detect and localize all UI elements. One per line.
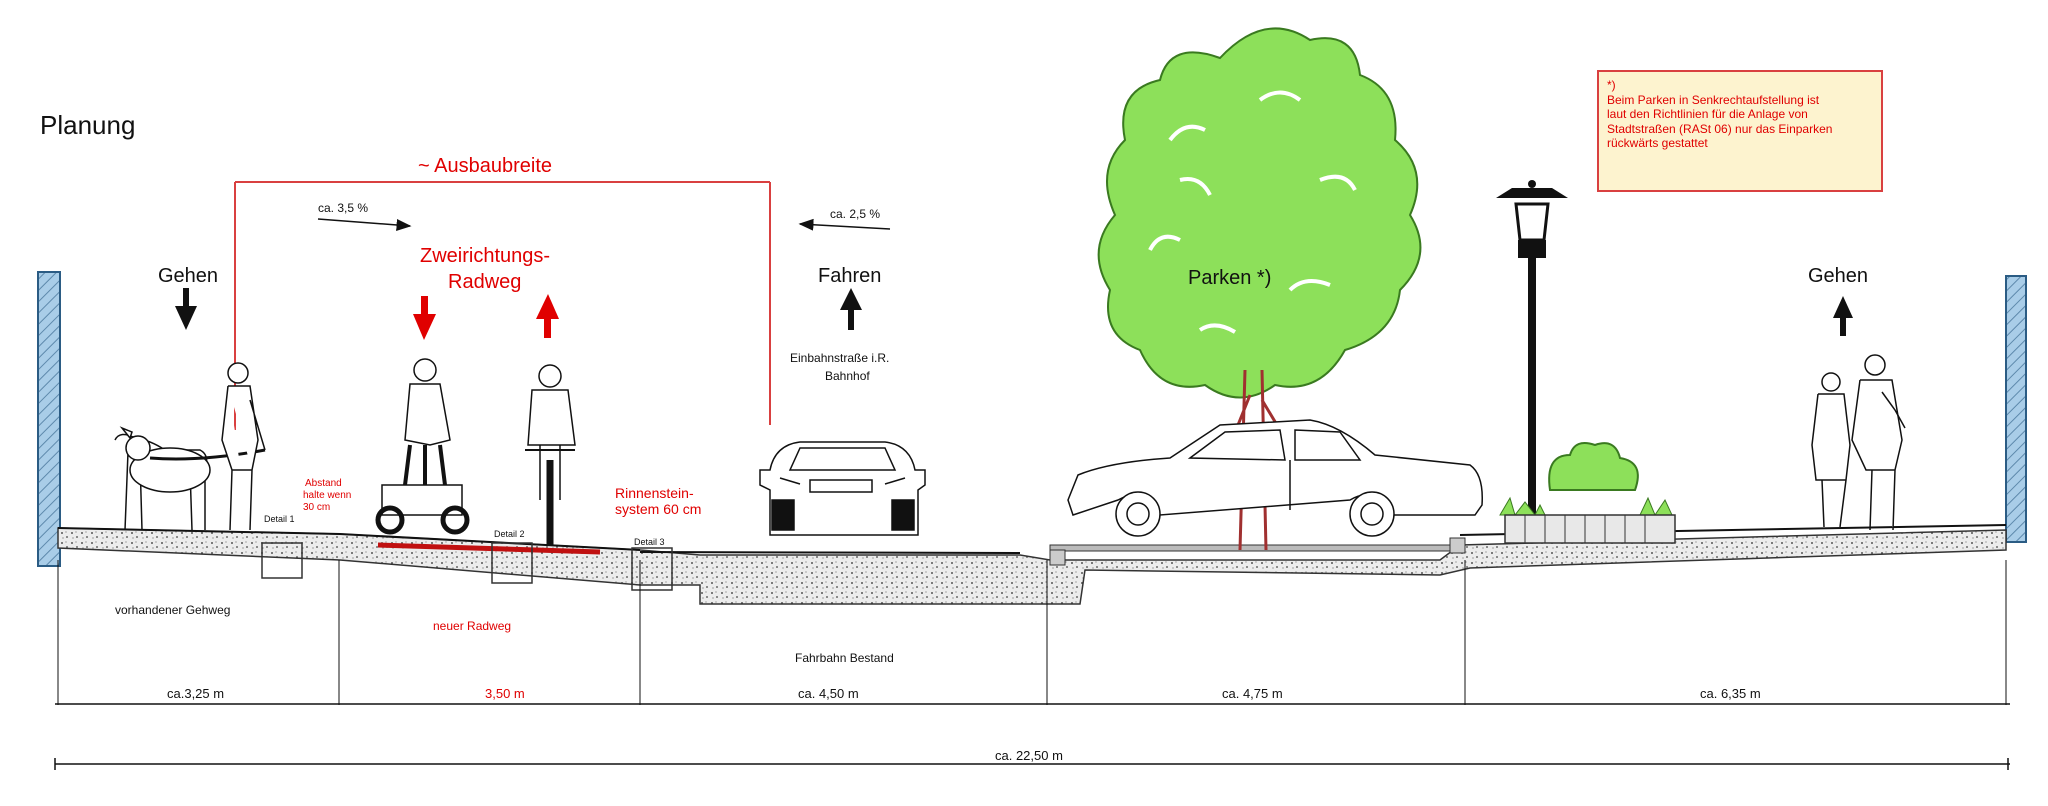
surface-vorhandener-gehweg: vorhandener Gehweg	[115, 603, 230, 617]
label-parken: Parken *)	[1188, 267, 1271, 289]
arrow-up-red	[536, 294, 559, 338]
left-wall	[37, 271, 61, 567]
car-rear-view	[759, 441, 926, 536]
label-radweg-line2: Radweg	[448, 271, 521, 293]
page-title: Planung	[40, 110, 135, 140]
street-lamp	[1496, 180, 1568, 528]
car-side-view	[1067, 419, 1483, 537]
detail3-label: Detail 3	[634, 537, 665, 547]
dim-3: ca. 4,50 m	[798, 686, 859, 701]
slope-right-label: ca. 2,5 %	[830, 207, 880, 221]
label-fahren: Fahren	[818, 265, 881, 287]
dim-4: ca. 4,75 m	[1222, 686, 1283, 701]
label-gehen-right: Gehen	[1808, 265, 1868, 287]
dimension-separators	[57, 560, 2007, 705]
dimension-lines	[54, 703, 2010, 770]
rinnen-line2: system 60 cm	[615, 501, 701, 517]
slope-arrow-right	[798, 218, 891, 231]
note-line4: Stadtstraßen (RASt 06) nur das Einparken	[1607, 121, 1833, 136]
arrow-up-gehen-right	[1833, 296, 1853, 336]
abstand-line2: halte wenn	[303, 490, 351, 501]
cyclist-trike	[375, 358, 470, 535]
slope-arrow-left	[317, 218, 412, 231]
slope-left-label: ca. 3,5 %	[318, 201, 368, 215]
note-line2: Beim Parken in Senkrechtaufstellung ist	[1607, 92, 1820, 107]
rinnen-line1: Rinnenstein-	[615, 485, 694, 501]
cyclist	[525, 364, 576, 545]
label-gehen-left: Gehen	[158, 265, 218, 287]
arrow-down-gehen-left	[175, 288, 197, 330]
dim-5: ca. 6,35 m	[1700, 686, 1761, 701]
abstand-line1: Abstand	[305, 478, 342, 489]
note-line5: rückwärts gestattet	[1607, 136, 1708, 150]
ausbaubreite-label: ~ Ausbaubreite	[418, 155, 552, 177]
ausbaubreite-bracket	[234, 181, 771, 430]
detail2-label: Detail 2	[494, 529, 525, 539]
dim-total: ca. 22,50 m	[995, 748, 1063, 763]
ground-section	[57, 524, 2007, 605]
label-radweg-line1: Zweirichtungs-	[420, 245, 550, 267]
parking-note: *) Beim Parken in Senkrechtaufstellung i…	[1597, 70, 1883, 192]
label-einbahn-line1: Einbahnstraße i.R.	[790, 351, 889, 365]
label-einbahn-line2: Bahnhof	[825, 369, 870, 383]
dim-2: 3,50 m	[485, 686, 525, 701]
dim-1: ca.3,25 m	[167, 686, 224, 701]
note-line3: laut den Richtlinien für die Anlage von	[1607, 107, 1808, 121]
surface-fahrbahn-bestand: Fahrbahn Bestand	[795, 651, 894, 665]
right-wall	[2005, 275, 2027, 543]
arrow-up-fahren	[840, 288, 862, 330]
note-line1: *)	[1607, 78, 1616, 92]
surface-neuer-radweg: neuer Radweg	[433, 619, 511, 633]
pedestrians-right	[1811, 354, 1906, 531]
abstand-line3: 30 cm	[303, 502, 330, 513]
detail1-label: Detail 1	[264, 514, 295, 524]
shrub-planter	[1499, 442, 1676, 544]
arrow-down-red	[413, 296, 436, 340]
pedestrian-with-dog	[114, 362, 266, 531]
